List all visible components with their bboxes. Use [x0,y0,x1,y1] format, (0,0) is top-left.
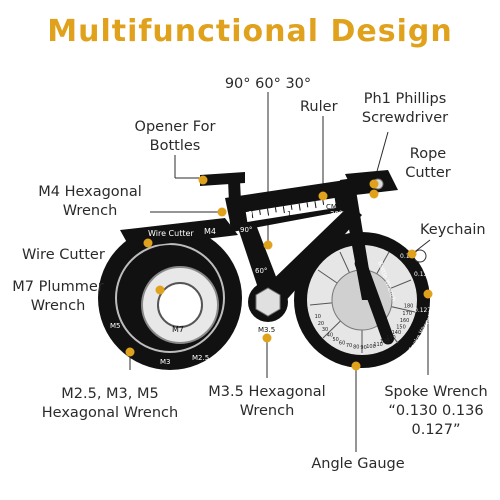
callout-spoke-line2: “0.130 0.136 [388,403,484,419]
gauge-number: 130 [386,335,396,341]
gauge-number: 160 [400,318,410,324]
callout-opener-line2: Bottles [149,138,201,154]
gauge-number: 90 [360,345,366,351]
gauge-number: 40 [327,332,333,338]
callout-dot [423,289,433,299]
callout-m7-line1: M7 Plummer [12,279,104,295]
tool-label-deg30: 30° [330,210,342,218]
callout-wire-cutter: Wire Cutter [22,247,105,263]
callout-dots [125,175,433,371]
tool-label-m4: M4 [204,227,216,236]
callout-angles: 90° 60° 30° [224,76,312,92]
callout-dot [351,361,361,371]
callout-angle-gauge: Angle Gauge [311,456,405,472]
callout-m7-line2: Wrench [30,298,86,314]
callout-rope-line2: Cutter [405,165,451,181]
rear-wheel-ring [115,243,225,353]
ruler-ticks [251,199,325,219]
callout-dot [318,191,328,201]
gauge-number: 170 [402,311,412,317]
tool-label-cm: CM [326,203,337,211]
callout-dot [125,347,135,357]
tool-label-m35: M3.5 [258,326,275,334]
page-title: Multifunctional Design [47,14,453,49]
gauge-number: 10 [315,314,321,320]
callout-phillips-line1: Ph1 Phillips [363,91,447,107]
tool-label-s136: 0.136" [414,271,434,278]
tool-label-ruler-one: 1 [287,210,291,218]
tool-label-m5: M5 [110,322,121,330]
callout-dot [217,207,227,217]
callout-dot [263,240,273,250]
callout-opener-line1: Opener For [134,119,216,135]
callout-dot [369,189,379,199]
ruler-scale [245,198,337,222]
gauge-number: 80 [353,345,359,351]
callout-m25-line1: M2.5, M3, M5 [61,386,159,402]
callout-dot [262,333,272,343]
gauge-number: 20 [318,321,324,327]
callout-m35-line1: M3.5 Hexagonal [208,384,326,400]
tool-label-m7: M7 [172,325,184,334]
gauge-number: 100 [366,344,376,350]
callout-dot [369,179,379,189]
gauge-number: 110 [373,342,383,348]
tool-label-deg60: 60° [255,267,267,275]
gauge-number: 120 [380,339,390,345]
gauge-number: 50 [333,337,339,343]
tool-label-m25: M2.5 [192,354,209,362]
callout-phillips-line2: Screwdriver [361,110,449,126]
callout-m4-line2: Wrench [62,203,118,219]
tool-label-s127: 0.127" [414,307,434,314]
callout-spoke-line3: 0.127” [411,422,461,438]
tool-label-ruler-zero: 0 [248,210,252,218]
callout-m25-line2: Hexagonal Wrench [41,405,179,421]
gauge-number: 70 [346,343,352,349]
callout-m4-line1: M4 Hexagonal [38,184,142,200]
gauge-number: 30 [322,327,328,333]
callout-rope-line1: Rope [409,146,447,162]
gauge-number: 150 [396,324,406,330]
gauge-number: 140 [392,330,402,336]
callout-spoke-line1: Spoke Wrench [384,384,488,400]
gauge-number: 180 [404,304,414,310]
callout-keychain: Keychain [420,222,486,238]
tool-label-wire-cutter: Wire Cutter [148,229,194,238]
callout-m35-line2: Wrench [239,403,295,419]
tool-label-m3: M3 [160,358,171,366]
m35-hex-hole [255,287,281,317]
callout-dot [155,285,165,295]
callout-dot [198,175,208,185]
callout-ruler: Ruler [300,99,338,115]
callout-dot [143,238,153,248]
m7-hole [157,282,203,328]
tool-label-deg90: 90° [240,226,252,234]
gauge-number: 60 [339,341,345,347]
callout-dot [407,249,417,259]
